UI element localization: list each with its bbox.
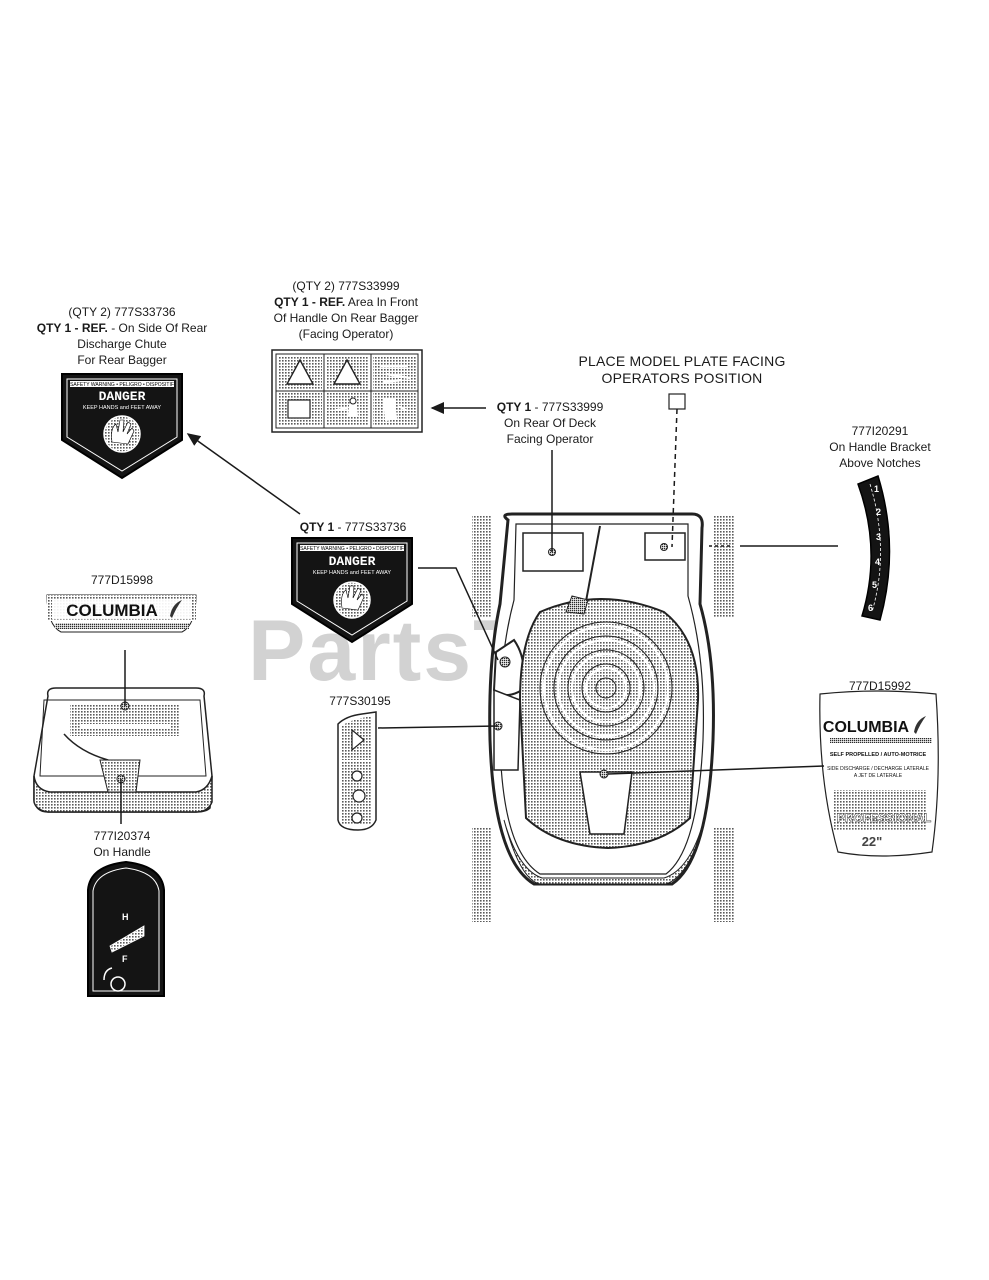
side-chute-ref-text: - On Side Of Rear (107, 321, 208, 335)
callout-handle-bracket: 777I20291 On Handle Bracket Above Notche… (810, 423, 950, 471)
engine-decal-location (599, 769, 609, 779)
deflector-icon (287, 399, 311, 419)
front-handle-qty: (QTY 2) 777S33999 (292, 279, 400, 293)
leader-lines (120, 393, 838, 824)
columbia-engine-part: 777D15992 (848, 679, 912, 693)
height-number-1: 1 (874, 484, 879, 494)
engine-shroud (518, 598, 700, 850)
front-right-wheel (714, 828, 734, 922)
danger-subtitle-text: KEEP HANDS and FEET AWAY (83, 405, 161, 411)
engine-decal-line3: SIDE DISCHARGE / DECHARGE LATERALE (827, 766, 930, 772)
model-plate-line2: OPERATORS POSITION (601, 370, 763, 386)
danger-decal-location (499, 656, 511, 668)
engine-decal-line4: A JET DE LATERALE (854, 773, 903, 779)
columbia-logo-text: COLUMBIA (823, 719, 910, 736)
rear-left-wheel (472, 516, 492, 618)
callout-side-chute: (QTY 2) 777S33736 QTY 1 - REF. - On Side… (22, 304, 222, 368)
handle-control-decal: H F (87, 860, 165, 997)
columbia-logo-text: COLUMBIA (66, 601, 158, 620)
danger-title-text: DANGER (99, 389, 146, 404)
handle-bag-view (33, 687, 213, 813)
stop-circle-icon (351, 812, 363, 824)
handle-mark-high: H (122, 912, 129, 922)
height-number-3: 3 (876, 532, 881, 542)
height-adjust-decal: 1 2 3 4 5 6 (857, 475, 891, 621)
rear-right-wheel (714, 516, 734, 618)
height-number-5: 5 (872, 580, 877, 590)
engine-decal-size: 22" (862, 834, 883, 849)
callout-model-plate: PLACE MODEL PLATE FACING OPERATORS POSIT… (562, 353, 802, 387)
height-number-4: 4 (875, 557, 880, 567)
side-chute-qty: (QTY 2) 777S33736 (68, 305, 176, 319)
front-handle-ref-bold: QTY 1 - REF. (274, 295, 346, 309)
speed-ramp-icon (109, 925, 145, 953)
side-chute-line4: For Rear Bagger (77, 353, 167, 367)
front-left-wheel (472, 828, 492, 922)
height-number-6: 6 (868, 603, 873, 613)
read-manual-triangle-icon (332, 358, 362, 385)
callout-start-decal: 777S30195 (310, 693, 410, 709)
danger-decal-center: SAFETY WARNING • PELIGRO • DISPOSITIF DA… (291, 537, 413, 644)
danger-header-text: SAFETY WARNING • PELIGRO • DISPOSITIF (300, 546, 404, 552)
hand-guard-icon (382, 399, 407, 422)
engine-control-icon (110, 976, 126, 992)
columbia-handle-banner: COLUMBIA (46, 594, 197, 633)
rear-deck-part: - 777S33999 (531, 400, 604, 414)
warning-triangle-icon (285, 358, 315, 385)
model-plate-line1: PLACE MODEL PLATE FACING (578, 353, 786, 369)
prime-triangle-icon (351, 728, 365, 752)
bystander-icon (335, 397, 359, 417)
pull-cord-icon (103, 967, 113, 981)
handle-bracket-line3: Above Notches (839, 456, 921, 470)
columbia-engine-decal: COLUMBIA SELF PROPELLED / AUTO-MOTRICE S… (819, 690, 939, 857)
callout-rear-deck: QTY 1 - 777S33999 On Rear Of Deck Facing… (470, 399, 630, 447)
danger-header-text: SAFETY WARNING • PELIGRO • DISPOSITIF (70, 382, 174, 388)
handle-decal-part: 777I20374 (93, 829, 151, 843)
start-control-decal (337, 711, 377, 831)
handle-mark-fast: F (122, 954, 128, 964)
thrown-object-icon (380, 364, 411, 384)
rear-deck-line2: On Rear Of Deck (503, 416, 597, 430)
safety-symbol-decal (271, 349, 423, 433)
choke-circle-icon (351, 770, 363, 782)
start-decal-part: 777S30195 (329, 694, 391, 708)
danger-subtitle-text: KEEP HANDS and FEET AWAY (313, 570, 391, 576)
front-handle-ref-text: Area In Front (345, 295, 418, 309)
callout-columbia-top: 777D15998 (72, 572, 172, 588)
front-handle-line3: Of Handle On Rear Bagger (273, 311, 419, 325)
columbia-leaf-icon (170, 600, 182, 618)
side-chute-line3: Discharge Chute (77, 337, 167, 351)
engine-decal-line1: SELF PROPELLED / AUTO-MOTRICE (830, 752, 927, 758)
handle-bracket-part: 777I20291 (851, 424, 909, 438)
side-chute-ref-bold: QTY 1 - REF. (36, 321, 108, 335)
rear-deck-line3: Facing Operator (506, 432, 594, 446)
handle-decal-line2: On Handle (93, 845, 151, 859)
mower-top-view (472, 512, 734, 922)
height-number-2: 2 (876, 507, 881, 517)
rear-deck-qty-bold: QTY 1 (496, 400, 532, 414)
danger-decal-side-chute: SAFETY WARNING • PELIGRO • DISPOSITIF DA… (61, 373, 183, 480)
callout-danger-center: QTY 1 - 777S33736 (278, 519, 428, 535)
arrow-to-side-danger (186, 433, 301, 515)
front-handle-line4: (Facing Operator) (298, 327, 394, 341)
danger-center-qty-bold: QTY 1 (299, 520, 335, 534)
callout-front-handle: (QTY 2) 777S33999 QTY 1 - REF. Area In F… (246, 278, 446, 342)
danger-title-text: DANGER (329, 554, 376, 569)
run-circle-icon (352, 789, 366, 803)
callout-handle-decal: 777I20374 On Handle (72, 828, 172, 860)
engine-decal-pro: PROFESSIONAL (837, 811, 932, 825)
columbia-top-part: 777D15998 (90, 573, 154, 587)
danger-center-part: - 777S33736 (334, 520, 407, 534)
callout-columbia-engine: 777D15992 (830, 678, 930, 694)
columbia-leaf-icon (914, 716, 926, 734)
handle-bracket-line2: On Handle Bracket (829, 440, 931, 454)
